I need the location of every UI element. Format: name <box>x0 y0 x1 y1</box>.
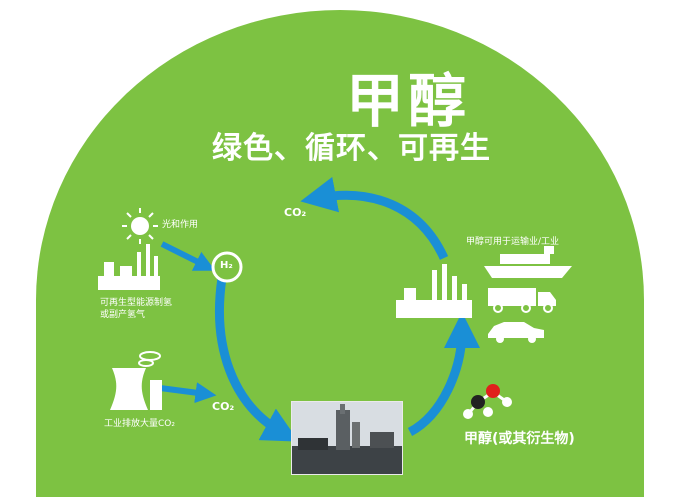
arrow-co2-feed <box>159 382 217 404</box>
sun-icon <box>122 208 158 244</box>
arrow-sun-to-h2 <box>160 241 216 271</box>
truck-icon <box>488 288 556 313</box>
h2-label: H₂ <box>220 260 233 271</box>
green-dome-background <box>36 10 644 497</box>
cycle-arrow-right <box>407 312 480 436</box>
industrial-co2-label: 工业排放大量CO₂ <box>104 419 175 429</box>
hydrogen-icon <box>211 251 243 283</box>
plant-photo <box>291 401 403 475</box>
molecule-icon <box>463 384 512 419</box>
co2-label-bottom: CO₂ <box>212 400 235 413</box>
diagram-title: 甲醇 <box>346 67 471 135</box>
refinery-icon <box>396 264 472 318</box>
car-icon <box>488 322 544 343</box>
factory-icon <box>98 244 160 290</box>
diagram-subtitle: 绿色、循环、可再生 <box>212 131 491 166</box>
ship-icon <box>484 246 572 278</box>
cycle-arrow-top <box>300 176 449 260</box>
renewable-h2-label-line1: 可再生型能源制氢 <box>100 298 173 308</box>
co2-label-top: CO₂ <box>284 206 307 219</box>
methanol-product-label: 甲醇(或其衍生物) <box>464 431 575 447</box>
methanol-use-label: 甲醇可用于运输业/工业 <box>466 237 560 247</box>
cooling-tower-icon <box>110 351 162 410</box>
photosynthesis-label: 光和作用 <box>162 220 199 230</box>
cycle-arrow-left <box>215 277 299 442</box>
renewable-h2-label-line2: 或副产氢气 <box>100 310 146 320</box>
